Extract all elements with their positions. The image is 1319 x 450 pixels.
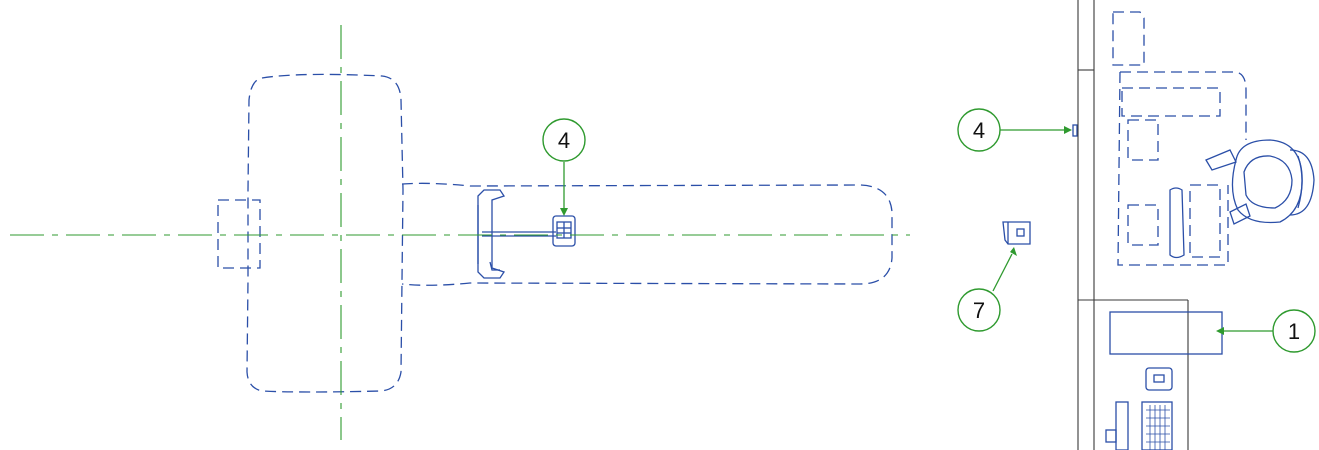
callout-1-label: 1 bbox=[1288, 319, 1300, 344]
ct-gantry bbox=[217, 73, 404, 393]
lower-cabinet bbox=[1109, 311, 1223, 355]
callout-4-scanner: 4 bbox=[542, 118, 586, 216]
shield-wall bbox=[1077, 0, 1189, 450]
callout-1: 1 bbox=[1216, 309, 1316, 353]
floor-device bbox=[1002, 221, 1031, 245]
control-room-furniture bbox=[1105, 11, 1315, 450]
callout-4-wall-label: 4 bbox=[973, 118, 985, 143]
operator-chair bbox=[1205, 139, 1315, 225]
patient-table bbox=[401, 182, 893, 286]
callout-4-wall: 4 bbox=[957, 108, 1078, 152]
control-pendant-on-table bbox=[552, 215, 576, 247]
callout-7-label: 7 bbox=[973, 298, 985, 323]
callout-7: 7 bbox=[957, 247, 1017, 332]
callout-4-scanner-label: 4 bbox=[558, 128, 570, 153]
